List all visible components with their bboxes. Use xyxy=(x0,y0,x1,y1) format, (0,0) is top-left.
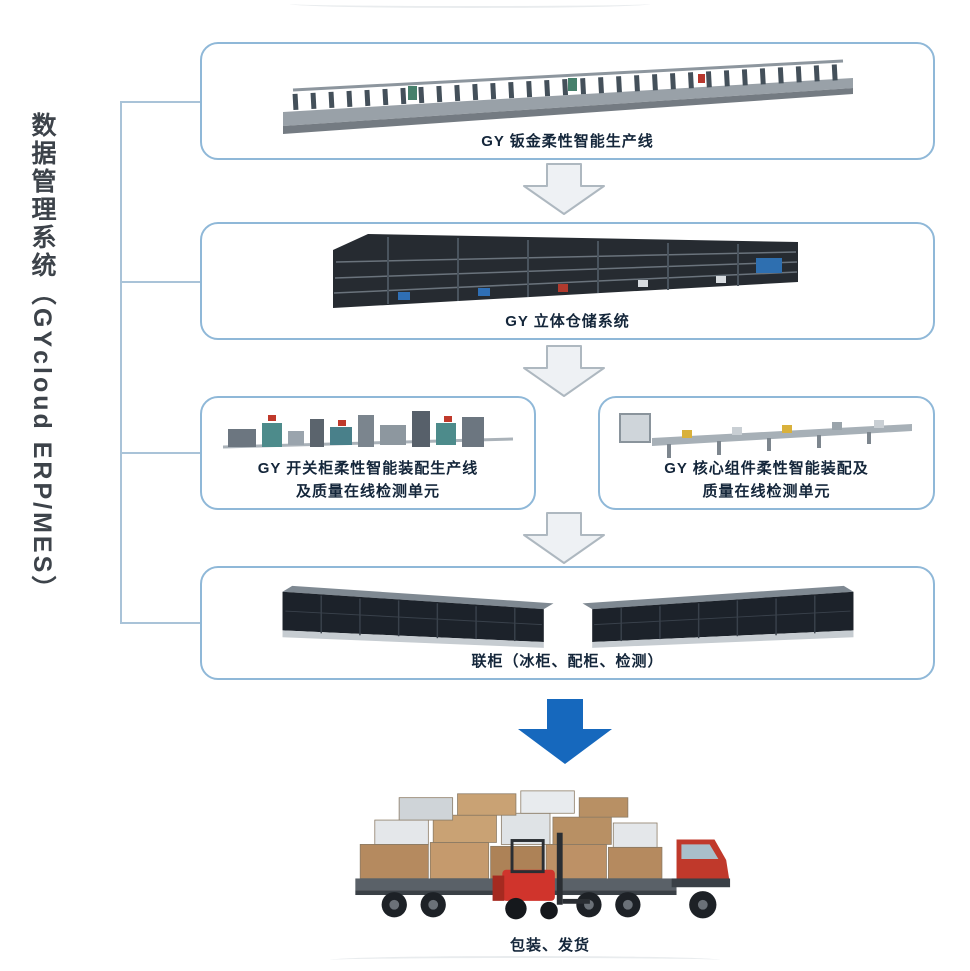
flow-box-switchgear-assembly: GY 开关柜柔性智能装配生产线 及质量在线检测单元 xyxy=(200,396,536,510)
bracket-stub-1 xyxy=(122,101,200,103)
packing-shipping-truck-image xyxy=(355,790,731,920)
switchgear-assembly-line-image xyxy=(222,411,514,449)
data-management-system-label: 数据管理系统（GYcloud ERP/MES） xyxy=(28,112,56,604)
box-caption-switchgear-assembly: GY 开关柜柔性智能装配生产线 及质量在线检测单元 xyxy=(202,457,534,503)
scan-artifact-top xyxy=(290,0,650,8)
bracket-vertical-line xyxy=(120,101,122,624)
packing-shipping-caption: 包装、发货 xyxy=(509,937,590,954)
sheet-metal-flexible-line-image xyxy=(282,59,853,134)
solid-down-arrow-icon xyxy=(518,699,612,764)
caption-line-1: GY 开关柜柔性智能装配生产线 xyxy=(257,460,479,477)
down-block-arrow-icon xyxy=(523,345,605,397)
box-caption-cabinet-testing: 联柜（冰柜、配柜、检测） xyxy=(471,653,664,670)
box-caption-sheet-metal-line: GY 钣金柔性智能生产线 xyxy=(481,133,654,150)
down-block-arrow-icon xyxy=(523,512,605,564)
box-caption-storage-system: GY 立体仓储系统 xyxy=(505,313,630,330)
core-component-assembly-line-image xyxy=(618,413,912,458)
bracket-stub-2 xyxy=(122,281,200,283)
caption-line-2: 质量在线检测单元 xyxy=(702,483,831,500)
flow-box-storage-system: GY 立体仓储系统 xyxy=(200,222,935,340)
down-block-arrow-icon xyxy=(523,163,605,215)
bracket-stub-3 xyxy=(122,452,200,454)
flow-box-cabinet-testing: 联柜（冰柜、配柜、检测） xyxy=(200,566,935,680)
bracket-stub-4 xyxy=(122,622,200,624)
box-caption-core-component-assembly: GY 核心组件柔性智能装配及 质量在线检测单元 xyxy=(600,457,933,503)
scan-artifact-bottom xyxy=(330,956,720,964)
flow-box-core-component-assembly: GY 核心组件柔性智能装配及 质量在线检测单元 xyxy=(598,396,935,510)
automated-storage-system-image xyxy=(332,234,798,308)
cabinet-row-testing-image xyxy=(282,585,854,649)
caption-line-2: 及质量在线检测单元 xyxy=(295,483,440,500)
caption-line-1: GY 核心组件柔性智能装配及 xyxy=(664,460,869,477)
flow-box-sheet-metal-line: GY 钣金柔性智能生产线 xyxy=(200,42,935,160)
